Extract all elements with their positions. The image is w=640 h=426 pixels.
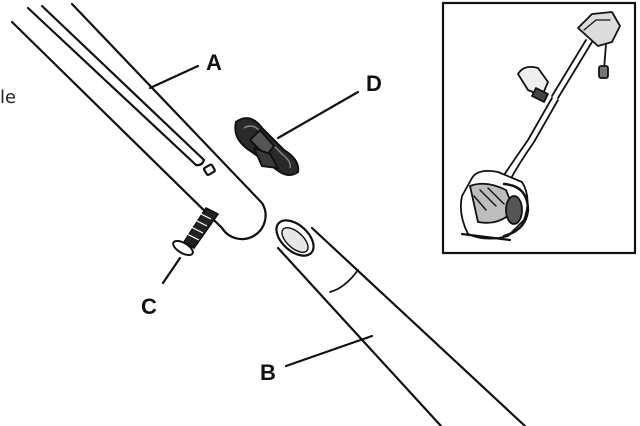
cropped-edge-text: le bbox=[0, 87, 16, 108]
power-plug bbox=[598, 65, 609, 79]
leader-c bbox=[161, 256, 182, 285]
callout-label-b: B bbox=[260, 360, 276, 385]
inset-panel bbox=[441, 1, 637, 255]
carriage-bolt bbox=[172, 206, 220, 256]
wheel bbox=[505, 195, 523, 225]
callout-label-a: A bbox=[206, 50, 222, 75]
snow-thrower-illustration bbox=[459, 11, 621, 242]
upper-handle-tube bbox=[10, 2, 267, 241]
callout-label-c: C bbox=[141, 294, 157, 319]
leader-b bbox=[284, 334, 374, 368]
leader-lines bbox=[148, 64, 374, 368]
lower-handle-tube bbox=[275, 219, 527, 426]
leader-d bbox=[276, 90, 360, 140]
wing-knob bbox=[234, 117, 300, 176]
bolt-hole bbox=[202, 163, 216, 177]
callout-label-d: D bbox=[366, 71, 382, 96]
leader-a bbox=[148, 64, 200, 90]
